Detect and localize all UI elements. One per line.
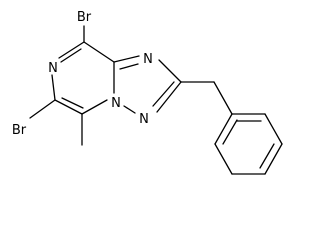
bond-n3-n4 — [123, 105, 136, 114]
bond-ph-double-3 — [222, 119, 238, 145]
bond-c2-n3 — [156, 81, 182, 113]
bond-c2-n3-double — [152, 81, 175, 107]
bond-c6-br — [29, 99, 56, 119]
bond-ph-6 — [214, 113, 233, 145]
bond-c6-c5 — [54, 99, 83, 115]
bond-ph-double-2 — [259, 143, 275, 169]
bond-c8-n7-double — [60, 48, 82, 63]
bond-n7-c6 — [51, 74, 56, 101]
bond-c8a-c8 — [83, 41, 115, 63]
bond-ph-3 — [264, 143, 283, 175]
atom-n-bridge: N — [111, 96, 121, 111]
atom-br-left: Br — [12, 123, 27, 138]
molecule-structure-diagram: Br N Br N N N — [12, 10, 283, 175]
bond-ph-5 — [214, 143, 233, 175]
atom-n-triazole-bottom: N — [139, 112, 149, 127]
bond-ph-2 — [264, 113, 283, 145]
bond-c8a-n1-double — [119, 63, 139, 70]
atom-n-triazole-top: N — [143, 52, 153, 67]
bond-c8a-n1 — [113, 55, 140, 63]
bond-c6-c5-double — [61, 97, 84, 109]
bond-n1-c2 — [158, 59, 182, 83]
bond-ch2-phenyl — [213, 81, 233, 115]
atom-n-pyrazine: N — [48, 61, 58, 76]
bond-c5-n4 — [81, 99, 108, 115]
bond-c8-n7 — [58, 41, 85, 59]
atom-br-top: Br — [77, 10, 92, 25]
